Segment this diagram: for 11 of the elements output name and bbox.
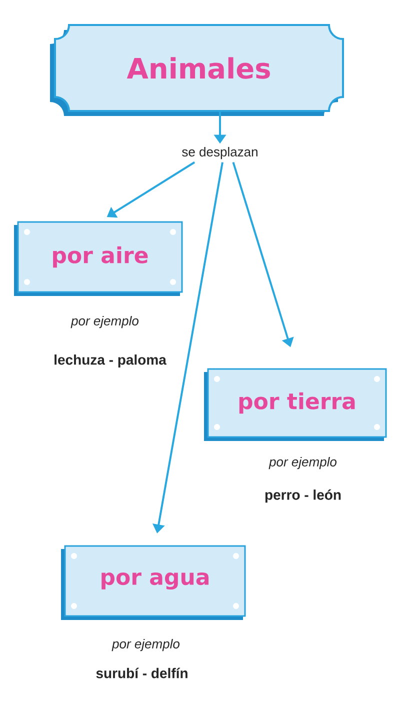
category-box: por agua — [61, 545, 246, 620]
example-text: surubí - delfín — [96, 668, 188, 678]
note-text: por ejemplo — [268, 456, 337, 470]
note-text: por ejemplo — [112, 638, 180, 652]
example-text: lechuza - paloma — [54, 354, 166, 368]
category-box: por tierra — [204, 368, 387, 441]
title-plaque: Animales — [50, 24, 344, 116]
example-text: perro - león — [265, 489, 341, 503]
note-text: por ejemplo — [70, 316, 139, 328]
connector-text: se desplazan — [182, 146, 258, 160]
category-box: por aire — [14, 221, 183, 296]
